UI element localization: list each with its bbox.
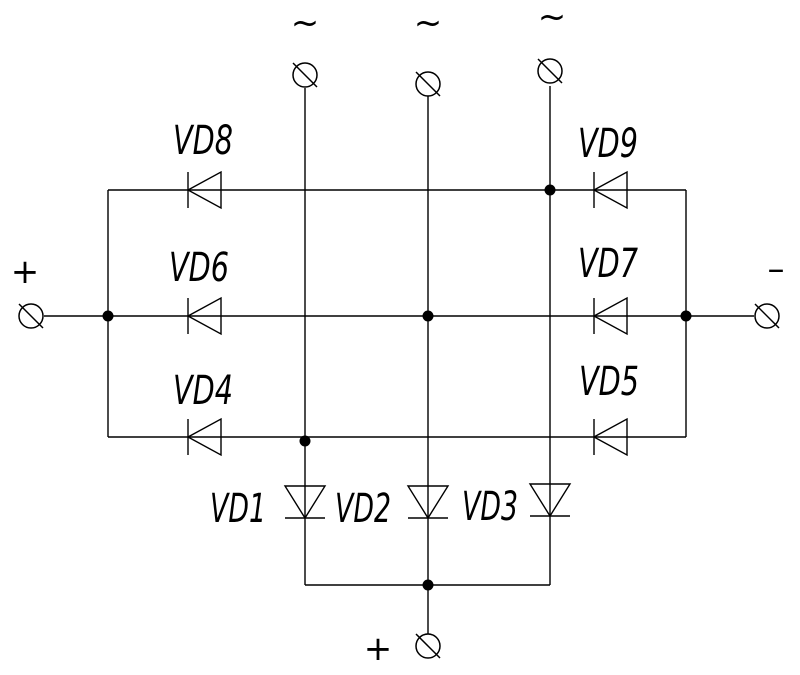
terminal-ac-3 <box>537 58 563 84</box>
junction-dot <box>680 310 692 322</box>
junctions <box>102 184 692 591</box>
junction-dot <box>544 184 556 196</box>
label-vd8: VD8 <box>173 118 233 164</box>
label-vd9: VD9 <box>578 121 638 167</box>
label-vd1: VD1 <box>210 486 266 532</box>
terminal-plus-left <box>18 303 44 329</box>
ac-symbol-2: ~ <box>414 3 443 43</box>
terminal-ac-1 <box>292 62 318 88</box>
plus-bottom-symbol: + <box>364 629 393 669</box>
ac-symbol-3: ~ <box>538 0 567 37</box>
label-vd5: VD5 <box>579 359 639 405</box>
terminal-plus-bottom <box>415 633 441 659</box>
label-vd2: VD2 <box>335 486 391 532</box>
plus-left-symbol: + <box>11 252 40 292</box>
minus-right-symbol: – <box>768 249 785 289</box>
junction-dot <box>299 435 311 447</box>
label-vd4: VD4 <box>173 368 233 414</box>
diode-vd2 <box>406 485 450 520</box>
diode-vd3 <box>528 483 572 518</box>
ac-symbol-1: ~ <box>291 3 320 43</box>
diode-vd7 <box>592 296 628 336</box>
wiring <box>44 86 754 634</box>
terminal-minus-right <box>754 303 780 329</box>
diode-vd1 <box>283 485 327 520</box>
terminal-ac-2 <box>415 71 441 97</box>
junction-dot <box>422 579 434 591</box>
diode-vd8 <box>186 170 222 210</box>
label-vd6: VD6 <box>169 245 229 291</box>
diode-vd9 <box>592 170 628 210</box>
junction-dot <box>102 310 114 322</box>
label-vd7: VD7 <box>578 241 638 287</box>
diode-vd4 <box>186 417 222 457</box>
junction-dot <box>422 310 434 322</box>
diode-vd5 <box>592 417 628 457</box>
label-vd3: VD3 <box>462 484 518 530</box>
diode-vd6 <box>186 296 222 336</box>
